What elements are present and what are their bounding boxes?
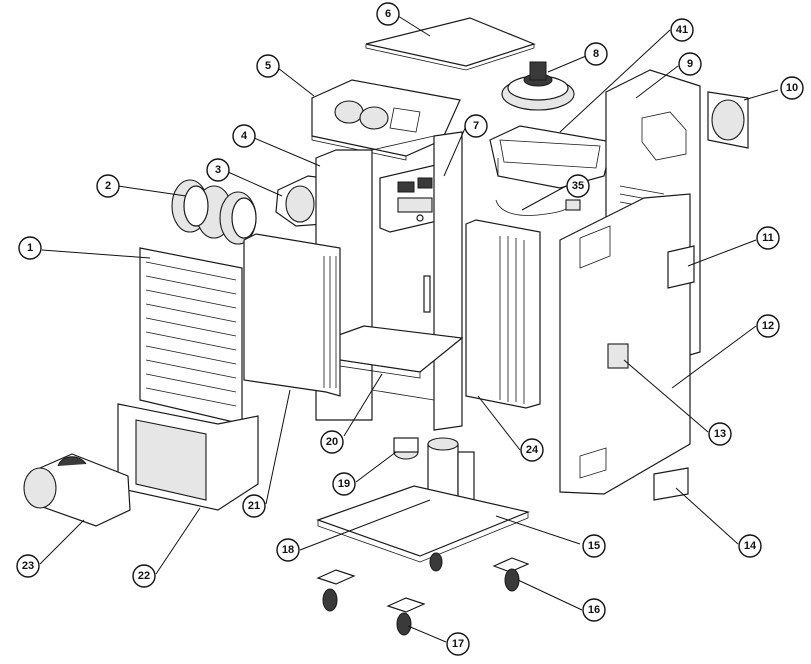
castor-wheel-front-part [316, 569, 356, 612]
callout-21: 21 [242, 494, 266, 518]
access-cover-part [667, 245, 695, 289]
svg-text:7: 7 [473, 120, 479, 132]
lower-front-frame-part [117, 403, 259, 511]
callout-12: 12 [756, 314, 780, 338]
handle-cover-part [23, 453, 131, 527]
callout-11: 11 [756, 226, 780, 250]
evaporator-coil-part [243, 233, 341, 397]
capacitor-part [393, 437, 419, 460]
svg-text:2: 2 [105, 180, 111, 192]
callout-16: 16 [582, 598, 606, 622]
control-panel-part [379, 163, 451, 233]
svg-text:24: 24 [526, 444, 539, 456]
svg-text:18: 18 [282, 544, 294, 556]
exhaust-grille-part [707, 91, 749, 149]
top-vent-panel-part [311, 79, 461, 161]
callout-18: 18 [276, 538, 300, 562]
svg-text:22: 22 [138, 570, 150, 582]
svg-text:41: 41 [676, 24, 688, 36]
svg-text:15: 15 [588, 540, 600, 552]
svg-text:19: 19 [338, 478, 350, 490]
callout-6: 6 [376, 2, 400, 26]
svg-text:23: 23 [22, 560, 34, 572]
blower-fan-part [501, 61, 575, 111]
front-grille-part [139, 247, 243, 425]
svg-text:35: 35 [572, 180, 584, 192]
callout-10: 10 [780, 76, 804, 100]
callout-17: 17 [446, 632, 470, 656]
top-cover-part [365, 17, 536, 71]
svg-text:14: 14 [744, 540, 757, 552]
callout-13: 13 [708, 422, 732, 446]
side-handle-part [607, 343, 629, 369]
svg-text:13: 13 [714, 428, 726, 440]
fan-housing-part [489, 125, 613, 189]
callout-3: 3 [206, 158, 230, 182]
castor-wheel-mid-part [429, 552, 443, 572]
callout-15: 15 [582, 534, 606, 558]
svg-text:6: 6 [385, 8, 391, 20]
callout-1: 1 [18, 236, 42, 260]
castor-wheel-front2-part [386, 597, 426, 636]
callout-35: 35 [566, 174, 590, 198]
svg-text:1: 1 [27, 242, 33, 254]
small-cover-plate-part [653, 467, 689, 501]
svg-text:9: 9 [687, 58, 693, 70]
svg-text:3: 3 [215, 164, 221, 176]
callout-5: 5 [256, 54, 280, 78]
svg-text:20: 20 [326, 436, 338, 448]
callout-7: 7 [464, 114, 488, 138]
callout-24: 24 [520, 438, 544, 462]
callout-9: 9 [678, 52, 702, 76]
callout-22: 22 [132, 564, 156, 588]
condenser-coil-part [465, 219, 541, 409]
svg-text:21: 21 [248, 500, 260, 512]
callout-41: 41 [670, 18, 694, 42]
callout-8: 8 [584, 42, 608, 66]
svg-text:12: 12 [762, 320, 774, 332]
svg-text:4: 4 [241, 130, 248, 142]
svg-text:16: 16 [588, 604, 600, 616]
callout-20: 20 [320, 430, 344, 454]
svg-text:11: 11 [762, 232, 774, 244]
callout-14: 14 [738, 534, 762, 558]
svg-text:10: 10 [786, 82, 798, 94]
callout-23: 23 [16, 554, 40, 578]
flexible-ducts-part [171, 179, 257, 245]
leader-lines [39, 15, 779, 643]
callout-2: 2 [96, 174, 120, 198]
callout-19: 19 [332, 472, 356, 496]
callout-4: 4 [232, 124, 256, 148]
power-cord-part [495, 199, 581, 216]
svg-text:5: 5 [265, 60, 271, 72]
base-plate-part [316, 485, 530, 563]
svg-text:17: 17 [452, 638, 464, 650]
castor-wheel-rear-part [492, 557, 530, 592]
svg-text:8: 8 [593, 48, 599, 60]
